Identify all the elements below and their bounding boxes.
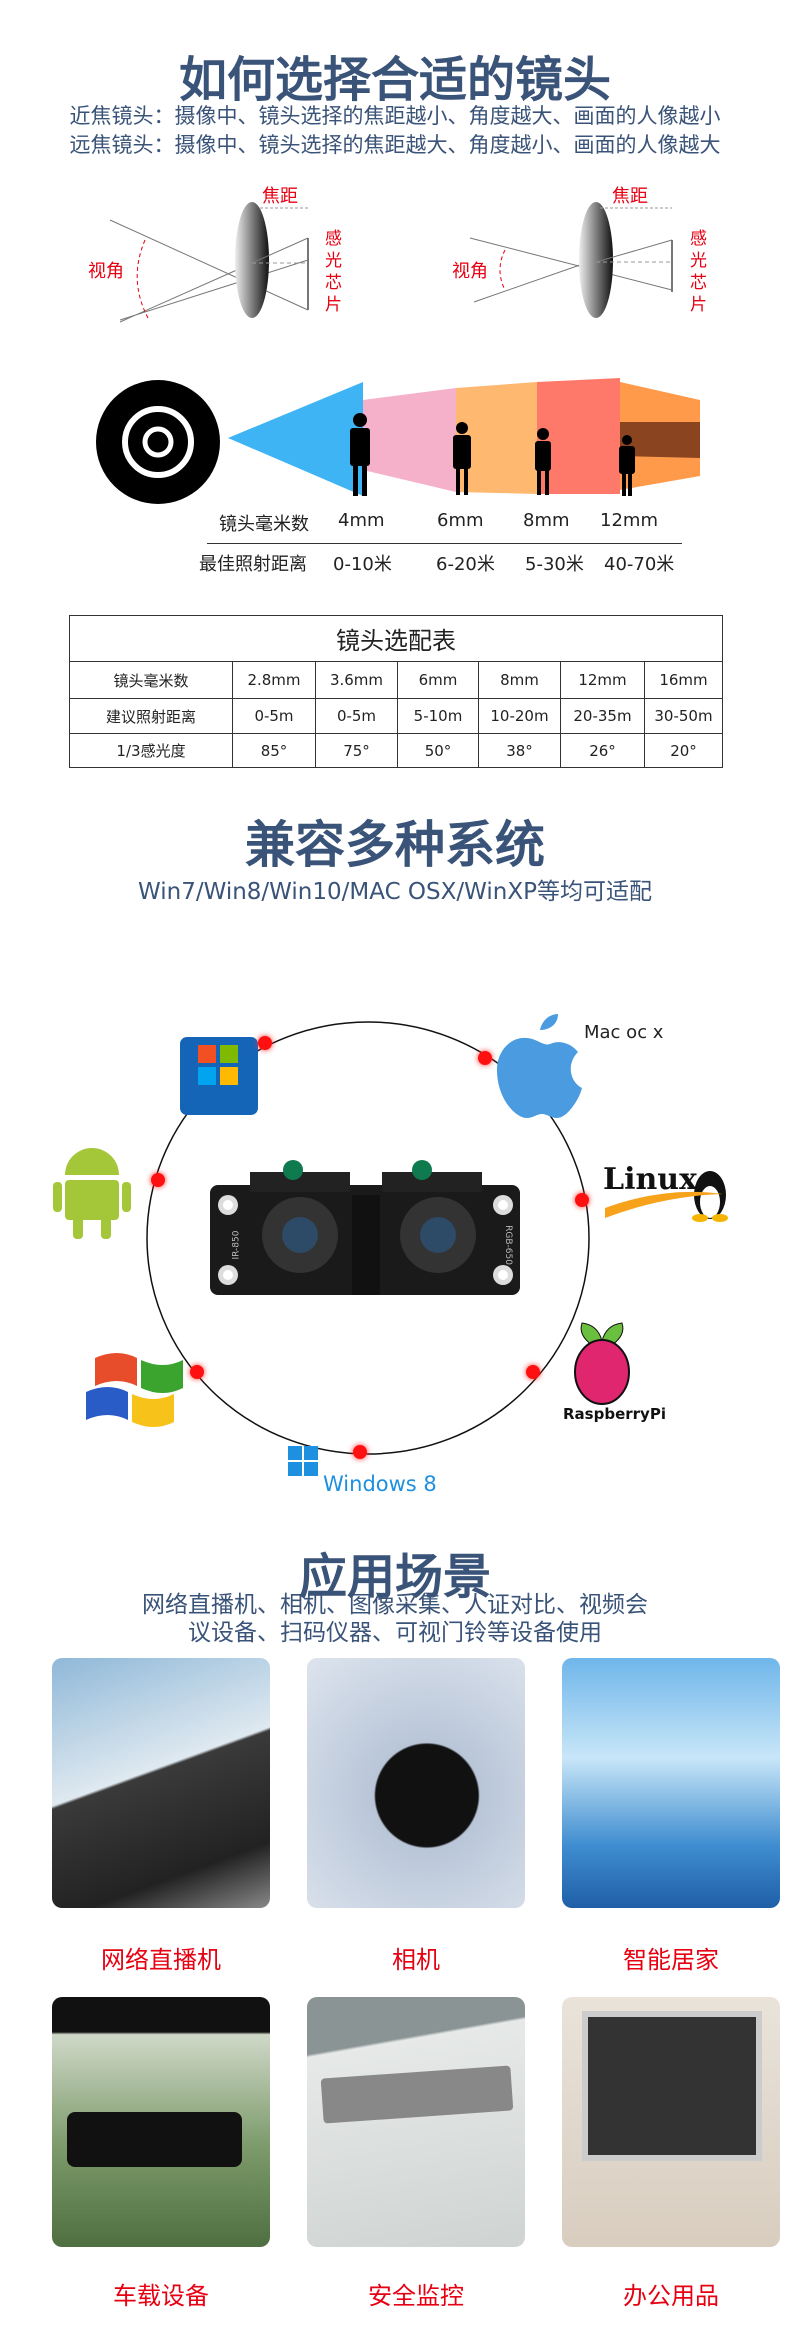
red-dot <box>526 1365 540 1379</box>
windows-xp-logo <box>86 1353 183 1427</box>
mm-6: 6mm <box>437 510 484 531</box>
linux-label: Linux <box>603 1162 697 1197</box>
person-icons <box>350 413 635 496</box>
win7-label: Windows 7 <box>183 1002 238 1013</box>
section-title-apps: 应用场景 <box>298 1549 491 1605</box>
table-title: 镜头选配表 <box>69 615 723 662</box>
cell: 50° <box>397 733 479 768</box>
section-title-lens: 如何选择合适的镜头 <box>178 52 611 108</box>
board-label-rgb: RGB-650 <box>502 1225 513 1265</box>
windows7-logo <box>180 1037 258 1115</box>
angle-label-near: 视角 <box>88 261 124 282</box>
red-dot <box>258 1036 272 1050</box>
range-illustration <box>96 378 700 504</box>
label-vehicle: 车载设备 <box>113 2282 209 2310</box>
cell: 1/3感光度 <box>69 733 233 768</box>
photo-live-camera <box>52 1658 270 1908</box>
focal-diagrams <box>109 202 673 323</box>
sensor-label-far: 感光芯片 <box>690 229 707 315</box>
far-lens-diagram <box>469 202 673 318</box>
photo-dashcam <box>52 1997 270 2247</box>
mm-12: 12mm <box>600 510 658 531</box>
raspberry-label: RaspberryPi <box>563 1405 666 1423</box>
section-title-os: 兼容多种系统 <box>245 816 545 874</box>
label-security: 安全监控 <box>368 2282 464 2310</box>
cell: 85° <box>232 733 316 768</box>
label-office: 办公用品 <box>623 2282 719 2310</box>
cell: 3.6mm <box>315 661 398 699</box>
cell: 38° <box>478 733 561 768</box>
cell: 30-50m <box>644 698 723 734</box>
cell: 2.8mm <box>232 661 316 699</box>
red-dot <box>190 1365 204 1379</box>
photo-camera <box>307 1658 525 1908</box>
apple-logo <box>497 1014 582 1118</box>
red-dot <box>478 1051 492 1065</box>
divider <box>207 543 682 544</box>
photo-smart-home <box>562 1658 780 1908</box>
dist-8: 5-30米 <box>525 554 584 575</box>
windows8-logo <box>288 1446 318 1476</box>
photo-security-camera <box>307 1997 525 2247</box>
cell: 8mm <box>478 661 561 699</box>
cell: 0-5m <box>315 698 398 734</box>
mm-header: 镜头毫米数 <box>219 514 309 535</box>
camera-lens-icon <box>96 380 220 504</box>
cell: 16mm <box>644 661 723 699</box>
cell: 20-35m <box>560 698 645 734</box>
win8-label: Windows 8 <box>323 1472 437 1496</box>
os-subtitle: Win7/Win8/Win10/MAC OSX/WinXP等均可适配 <box>138 879 652 905</box>
cell: 建议照射距离 <box>69 698 233 734</box>
label-live: 网络直播机 <box>101 1946 221 1974</box>
cell: 20° <box>644 733 723 768</box>
os-compat-diagram <box>53 1014 728 1476</box>
cell: 5-10m <box>397 698 479 734</box>
angle-label-far: 视角 <box>452 261 488 282</box>
focal-label-near: 焦距 <box>262 186 298 207</box>
cell: 75° <box>315 733 398 768</box>
dist-header: 最佳照射距离 <box>199 554 307 575</box>
cell: 0-5m <box>232 698 316 734</box>
red-dot <box>151 1173 165 1187</box>
cell: 6mm <box>397 661 479 699</box>
dist-12: 40-70米 <box>604 554 675 575</box>
dist-4: 0-10米 <box>333 554 392 575</box>
mac-label: Mac oc x <box>584 1022 664 1043</box>
cell: 10-20m <box>478 698 561 734</box>
cell: 12mm <box>560 661 645 699</box>
label-smart-home: 智能居家 <box>623 1946 719 1974</box>
raspberry-pi-logo <box>574 1322 630 1405</box>
cell: 26° <box>560 733 645 768</box>
board-label-ir: IR-850 <box>231 1230 242 1260</box>
far-focus-desc: 远焦镜头：摄像中、镜头选择的焦距越大、角度越小、画面的人像越大 <box>69 133 721 157</box>
apps-desc-1: 网络直播机、相机、图像采集、人证对比、视频会 <box>142 1592 648 1618</box>
mm-8: 8mm <box>523 510 570 531</box>
dist-6: 6-20米 <box>436 554 495 575</box>
red-dot <box>575 1193 589 1207</box>
cell: 镜头毫米数 <box>69 661 233 699</box>
android-logo <box>53 1148 131 1239</box>
near-lens-diagram <box>109 202 309 323</box>
red-dot <box>353 1445 367 1459</box>
near-focus-desc: 近焦镜头：摄像中、镜头选择的焦距越小、角度越大、画面的人像越小 <box>69 104 721 128</box>
focal-label-far: 焦距 <box>612 186 648 207</box>
mm-4: 4mm <box>338 510 385 531</box>
sensor-label-near: 感光芯片 <box>325 229 342 315</box>
linux-tux-logo <box>605 1171 728 1222</box>
label-camera: 相机 <box>392 1946 440 1974</box>
camera-module-image <box>210 1160 520 1295</box>
apps-desc-2: 议设备、扫码仪器、可视门铃等设备使用 <box>188 1620 602 1646</box>
photo-office <box>562 1997 780 2247</box>
